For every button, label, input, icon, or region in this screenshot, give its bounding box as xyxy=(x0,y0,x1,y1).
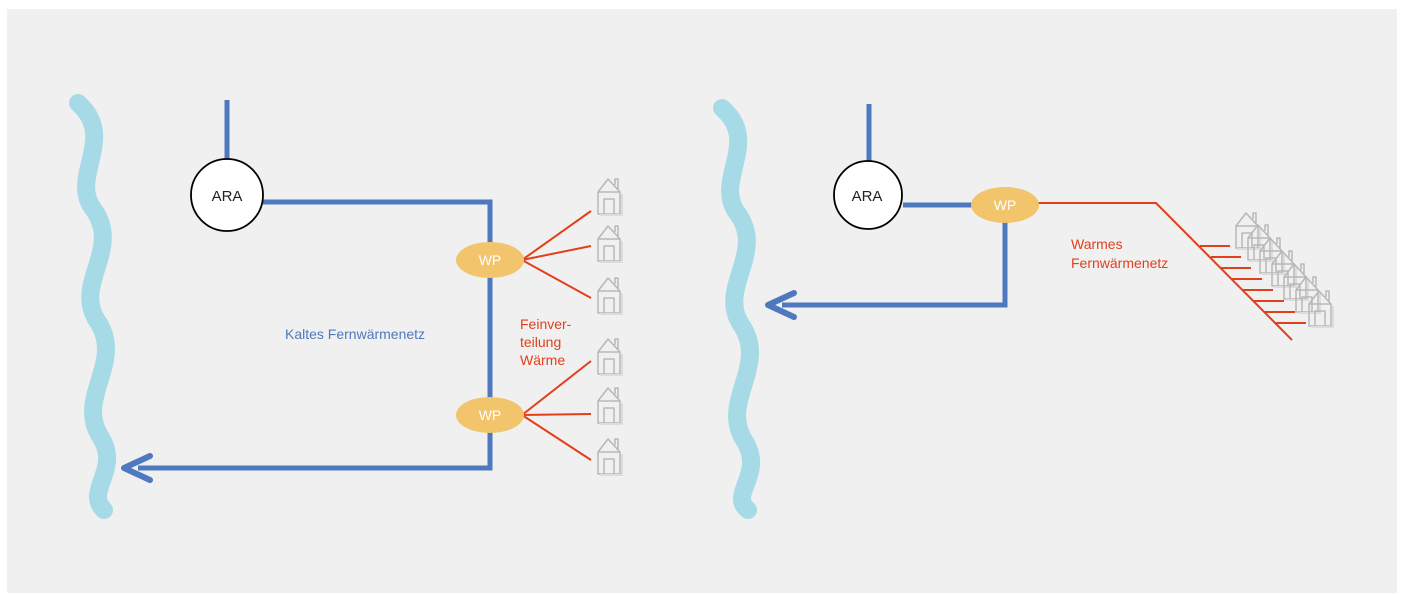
diagram-background xyxy=(7,9,1397,593)
cold-network-label: Kaltes Fernwärmenetz xyxy=(285,326,425,342)
distribution-label-line-2: teilung xyxy=(520,334,561,350)
warm-network-label-line-2: Fernwärmenetz xyxy=(1071,255,1168,271)
heat-pump xyxy=(971,187,1039,223)
ara-label: ARA xyxy=(212,188,243,205)
ara-label: ARA xyxy=(852,188,883,205)
heat-pump-2 xyxy=(456,397,524,433)
ara-node xyxy=(833,160,903,230)
distribution-label-line-3: Wärme xyxy=(520,352,565,368)
arrow-left-icon xyxy=(121,453,153,483)
warm-network-pipe xyxy=(1038,202,1293,341)
distribution-label-line-1: Feinver- xyxy=(520,316,572,332)
arrow-left-icon xyxy=(765,290,797,320)
return-pipe xyxy=(782,215,1008,308)
river-icon xyxy=(69,94,117,519)
warm-network-label-line-1: Warmes xyxy=(1071,236,1123,252)
heat-pump-2-label: WP xyxy=(479,407,502,423)
cold-network-pipe xyxy=(138,199,493,471)
heat-pump-1-label: WP xyxy=(479,252,502,268)
river-icon xyxy=(713,99,761,519)
heat-pump-1 xyxy=(456,242,524,278)
fine-distribution-lines xyxy=(521,210,592,461)
ara-node xyxy=(190,158,264,232)
heat-pump-label: WP xyxy=(994,197,1017,213)
warm-network-branches xyxy=(1200,245,1306,324)
